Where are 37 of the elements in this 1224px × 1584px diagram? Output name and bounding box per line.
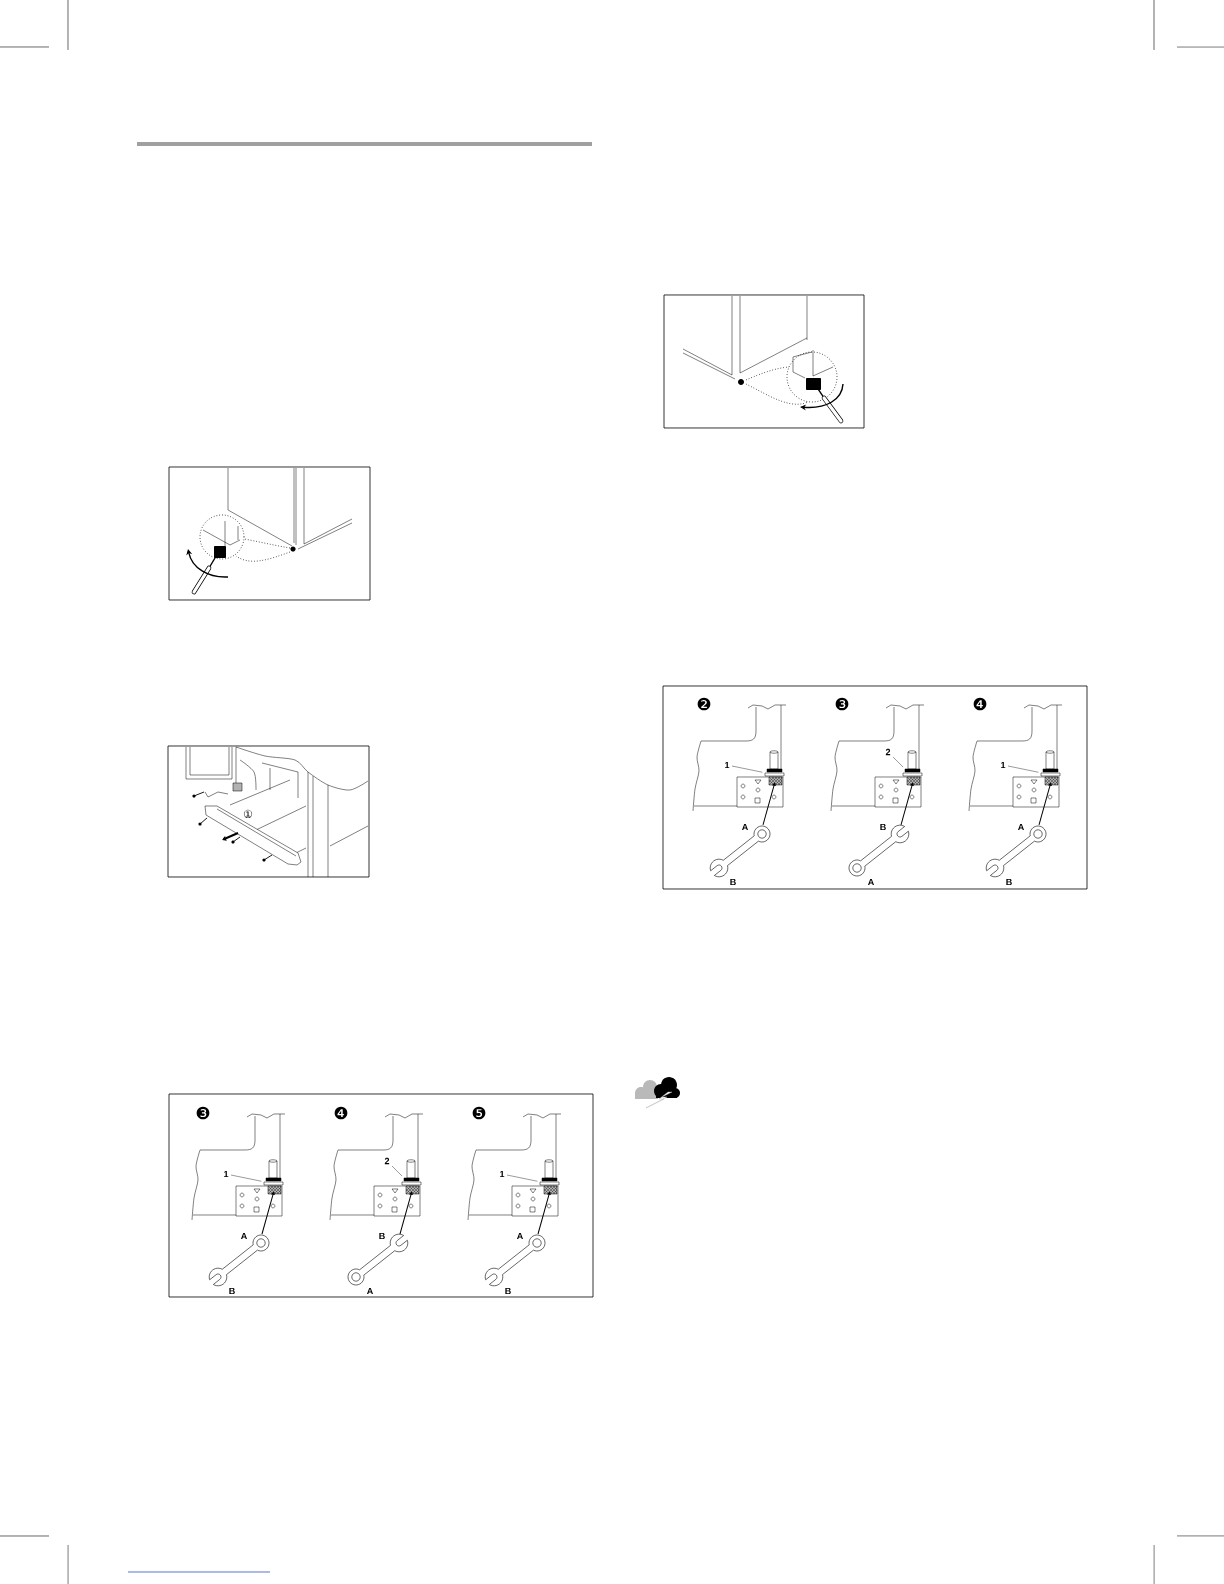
washer <box>1040 772 1061 777</box>
callout-letter: B <box>505 1287 511 1295</box>
callout-letter: A <box>742 823 748 831</box>
washer <box>403 1177 420 1182</box>
step-number: ❹ <box>973 697 987 711</box>
callout-letter: B <box>730 878 736 886</box>
callout-letter: A <box>240 1232 247 1240</box>
step-number: ❹ <box>334 1106 348 1120</box>
callout-letter: A <box>516 1232 523 1240</box>
leader-line <box>731 765 763 773</box>
step-number: ❺ <box>472 1106 486 1120</box>
step-number: ❸ <box>196 1106 210 1120</box>
callout-number: 1 <box>500 1170 505 1178</box>
callout-letter: A <box>366 1287 373 1295</box>
washer <box>904 768 921 773</box>
callout-number: 1 <box>1001 761 1006 769</box>
callout-number: ① <box>243 809 253 819</box>
callout-number: 1 <box>224 1170 229 1178</box>
callout-letter: B <box>880 823 886 831</box>
callout-number: 2 <box>384 1157 390 1165</box>
callout-letter: B <box>379 1232 385 1240</box>
callout-letter: A <box>868 878 874 886</box>
callout-letter: A <box>1018 823 1024 831</box>
washer <box>539 1181 560 1186</box>
step-number: ❷ <box>697 697 711 711</box>
callout-number: 1 <box>725 761 730 769</box>
leader-line <box>892 756 904 768</box>
washer <box>764 772 785 777</box>
step-number: ❸ <box>835 697 849 711</box>
leader-line <box>1007 765 1039 773</box>
callout-letter: B <box>229 1287 235 1295</box>
leader-line <box>506 1174 538 1182</box>
callout-number: 2 <box>885 748 891 756</box>
washer <box>263 1181 284 1186</box>
leader-line <box>230 1174 262 1182</box>
leader-line <box>391 1165 403 1177</box>
callout-letter: B <box>1006 878 1012 886</box>
